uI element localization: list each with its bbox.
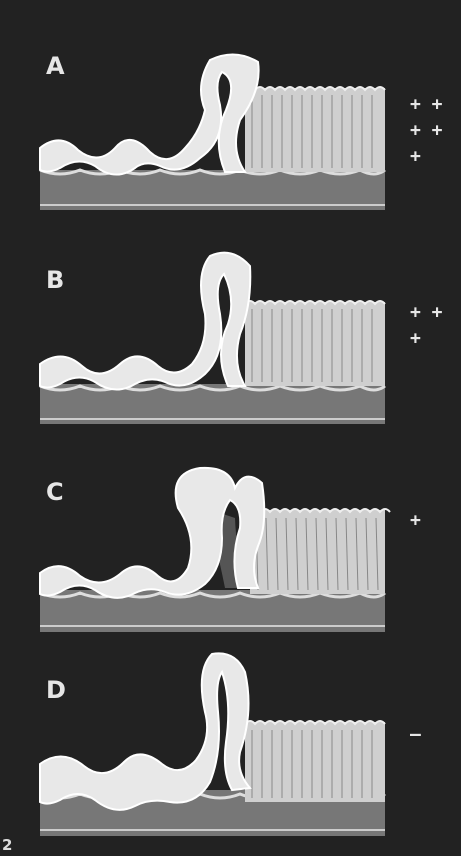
- panel-a: A + + + + +: [0, 0, 461, 214]
- panel-b: B + + +: [0, 214, 461, 428]
- grade-marker: + + + + +: [410, 92, 458, 170]
- grade-marker: +: [410, 508, 458, 534]
- panel-label: A: [46, 52, 65, 80]
- panel-b-diagram: [0, 214, 461, 428]
- panel-d-diagram: [0, 642, 461, 856]
- panel-c: C +: [0, 428, 461, 642]
- squamous-epithelium: [40, 54, 259, 174]
- panel-c-diagram: [0, 428, 461, 642]
- panel-a-diagram: [0, 0, 461, 214]
- panel-label: B: [46, 266, 64, 294]
- columnar-epithelium: [245, 88, 385, 172]
- grade-marker: + + +: [410, 300, 458, 352]
- figure-number: 2: [2, 836, 12, 854]
- panel-label: D: [46, 676, 66, 704]
- grade-marker: –: [410, 722, 458, 748]
- panel-d: D –: [0, 642, 461, 856]
- panel-label: C: [46, 478, 64, 506]
